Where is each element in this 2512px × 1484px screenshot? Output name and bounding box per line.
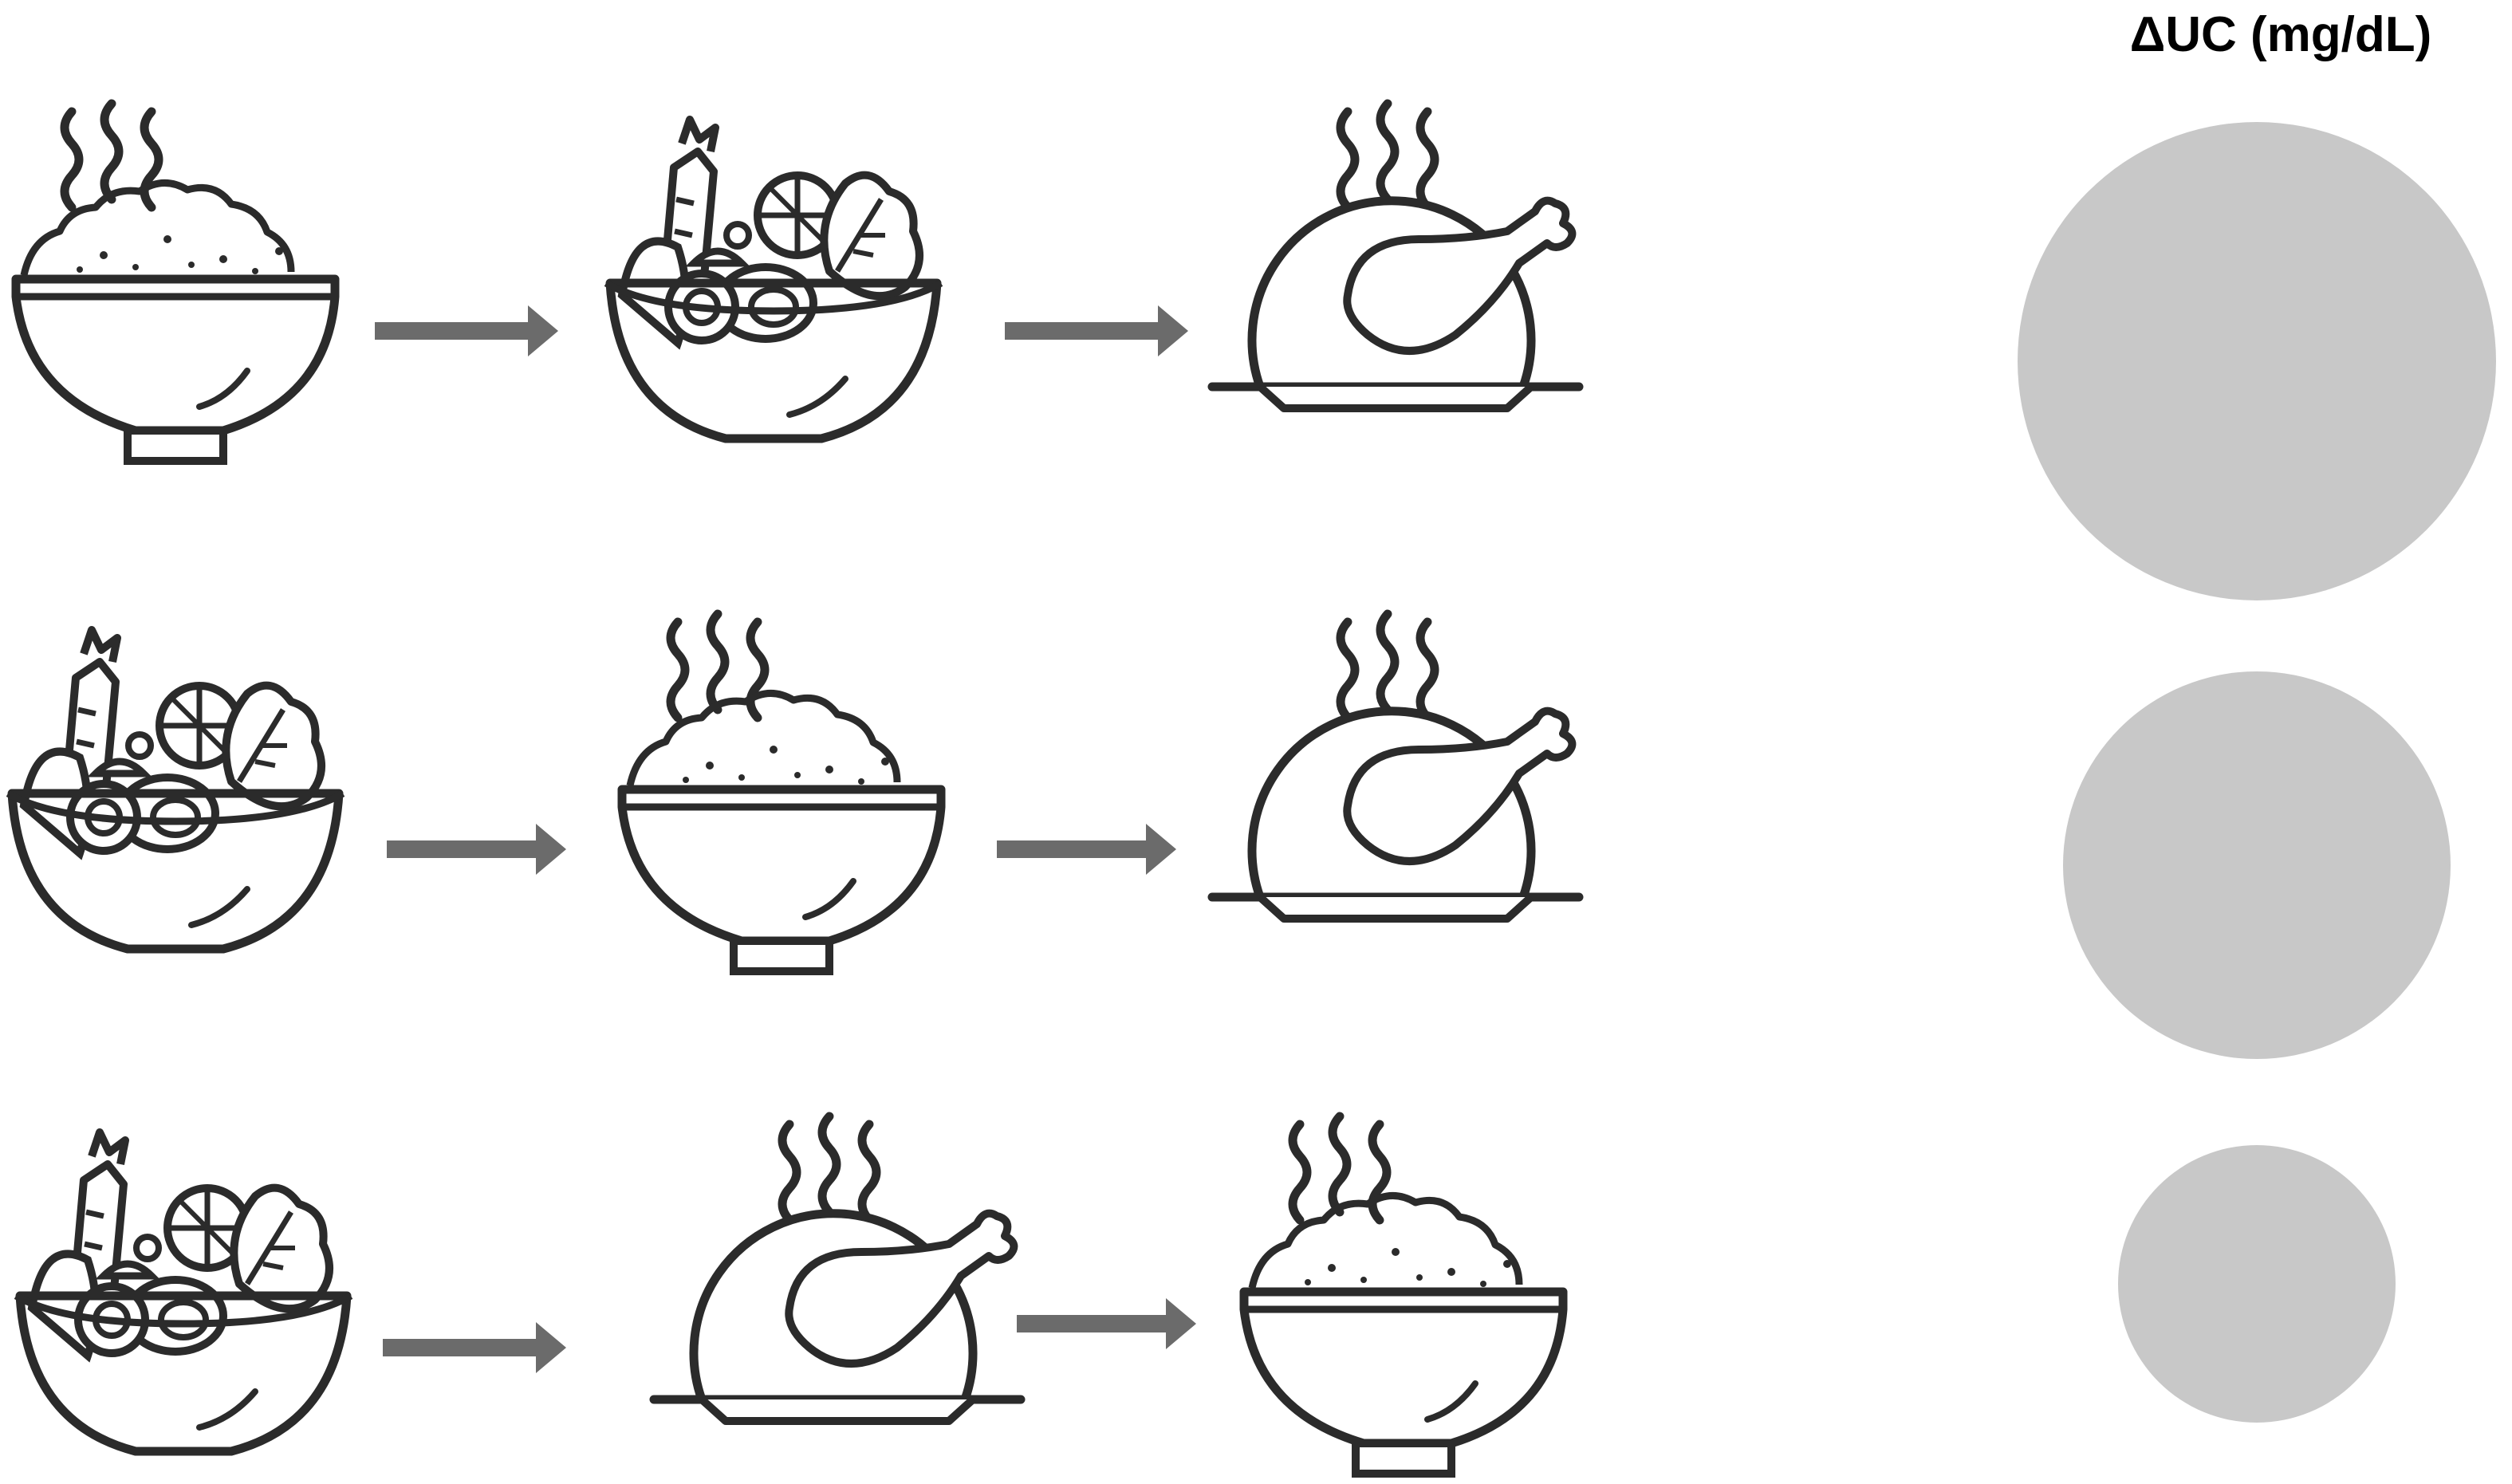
- delta-uc-circle: [2063, 671, 2451, 1059]
- sequence-arrow: [387, 824, 566, 875]
- rice-bowl-icon: [1244, 1116, 1563, 1474]
- delta-uc-title: ΔUC (mg/dL): [2129, 7, 2432, 62]
- roast-chicken-icon: [654, 1116, 1021, 1421]
- meal-row: [16, 104, 1579, 461]
- sequence-arrow: [375, 305, 558, 356]
- sequence-arrow: [1005, 305, 1188, 356]
- roast-chicken-icon: [1212, 614, 1579, 919]
- delta-uc-circle: [2018, 122, 2496, 600]
- sequence-arrow: [1017, 1298, 1196, 1349]
- salad-bowl-icon: [606, 120, 941, 439]
- sequence-arrow: [997, 824, 1176, 875]
- roast-chicken-icon: [1212, 104, 1579, 408]
- rice-bowl-icon: [622, 614, 941, 971]
- meal-rows: [8, 104, 1579, 1474]
- sequence-arrow: [383, 1322, 566, 1373]
- delta-uc-circles: [2018, 122, 2496, 1423]
- salad-bowl-icon: [8, 630, 343, 949]
- meal-row: [16, 1116, 1563, 1474]
- rice-bowl-icon: [16, 104, 335, 461]
- delta-uc-circle: [2118, 1145, 2396, 1423]
- salad-bowl-icon: [16, 1132, 351, 1451]
- meal-row: [8, 614, 1579, 971]
